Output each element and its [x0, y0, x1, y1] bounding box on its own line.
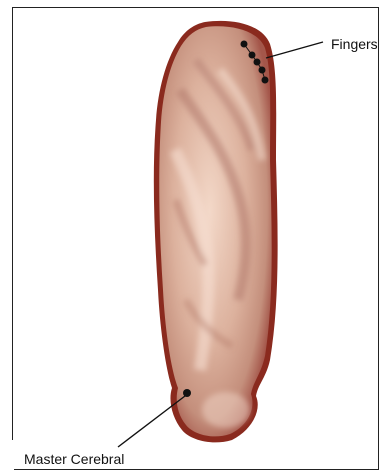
master-cerebral-callout-line	[118, 396, 185, 447]
fingers-label: Fingers	[331, 36, 378, 52]
fingers-callout-line	[266, 42, 323, 58]
master-cerebral-label: Master Cerebral	[24, 451, 124, 467]
frame-gap	[0, 440, 14, 473]
